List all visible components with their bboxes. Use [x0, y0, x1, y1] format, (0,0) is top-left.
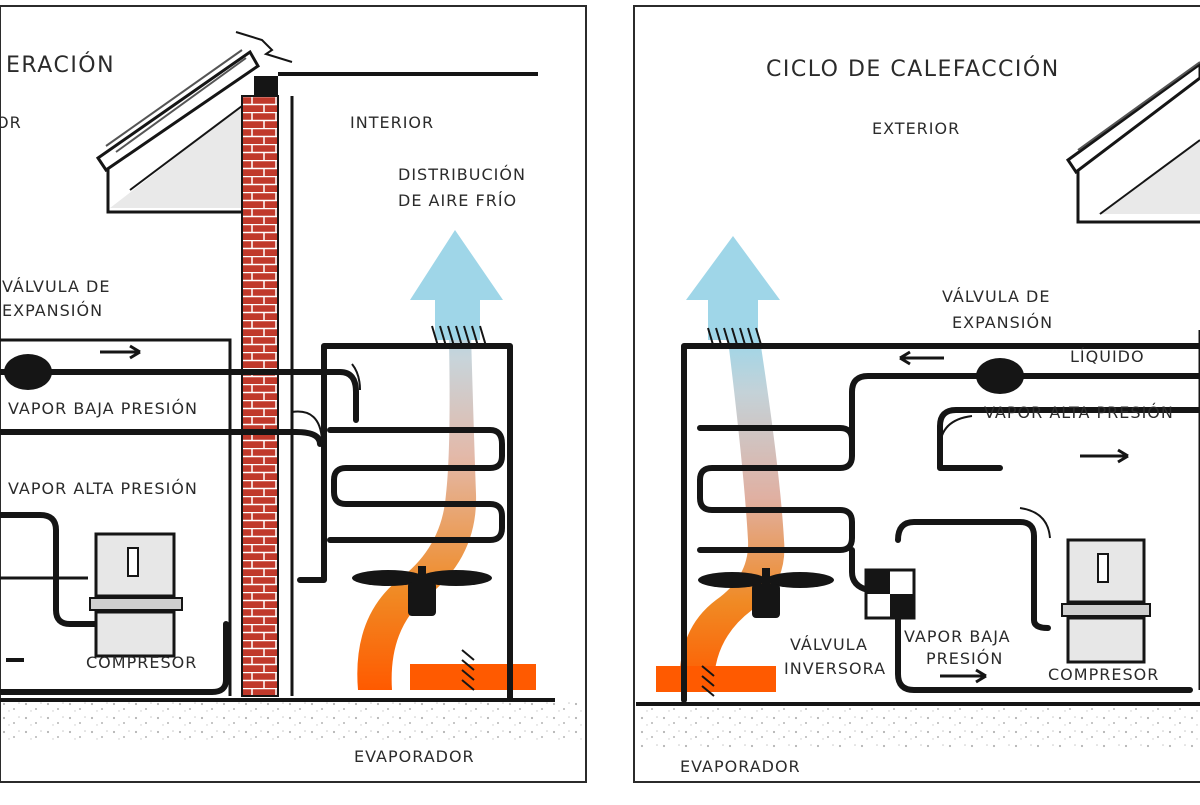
right-reversing-line2: INVERSORA	[784, 659, 886, 678]
cold-air-arrow	[410, 230, 503, 340]
left-valve-line1: VÁLVULA DE	[2, 277, 110, 296]
right-title: CICLO DE CALEFACCIÓN	[766, 56, 1060, 82]
right-valve-line1: VÁLVULA DE	[942, 287, 1050, 306]
left-air-flow	[357, 300, 477, 690]
right-panel: CICLO DE CALEFACCIÓN EXTERIOR VÁLVULA DE…	[633, 5, 1200, 783]
left-distribution-line1: DISTRIBUCIÓN	[398, 165, 526, 184]
left-title: ERACIÓN	[6, 52, 115, 78]
left-coil	[297, 343, 513, 701]
right-liquid-label: LÍQUIDO	[1070, 347, 1145, 366]
left-exterior-label: OR	[0, 113, 22, 132]
right-roof	[1065, 61, 1200, 224]
right-compressor	[1061, 538, 1151, 664]
left-compressor	[89, 532, 183, 658]
left-distribution-line2: DE AIRE FRÍO	[398, 191, 517, 210]
left-evaporator-label: EVAPORADOR	[354, 747, 475, 766]
left-refrigerant-lines	[0, 369, 359, 447]
brick-wall	[241, 95, 279, 697]
left-compressor-label: COMPRESOR	[86, 653, 197, 672]
left-expansion-valve	[4, 354, 52, 390]
left-interior-label: INTERIOR	[350, 113, 434, 132]
left-valve-line2: EXPANSIÓN	[2, 301, 103, 320]
right-evaporator-label: EVAPORADOR	[680, 757, 801, 776]
reversing-valve	[864, 568, 916, 620]
right-ground	[636, 706, 1200, 750]
right-expansion-valve	[976, 358, 1024, 394]
right-air-arrow	[686, 236, 780, 340]
right-vapor-low-line2: PRESIÓN	[926, 649, 1003, 668]
right-fan	[698, 568, 834, 618]
right-exterior-label: EXTERIOR	[872, 119, 960, 138]
left-panel: ERACIÓN OR INTERIOR DISTRIBUCIÓN DE AIRE…	[0, 5, 587, 783]
left-vapor-low: VAPOR BAJA PRESIÓN	[8, 399, 198, 418]
left-fan	[352, 566, 492, 616]
left-roof	[95, 31, 293, 214]
right-valve-line2: EXPANSIÓN	[952, 313, 1053, 332]
right-vapor-low-line1: VAPOR BAJA	[904, 627, 1011, 646]
right-compressor-label: COMPRESOR	[1048, 665, 1159, 684]
left-ground	[2, 700, 584, 744]
right-refrigerant-lines	[849, 373, 1200, 693]
right-vapor-high: VAPOR ALTA PRESIÓN	[984, 403, 1174, 422]
right-reversing-line1: VÁLVULA	[790, 635, 868, 654]
left-vapor-high: VAPOR ALTA PRESIÓN	[8, 479, 198, 498]
